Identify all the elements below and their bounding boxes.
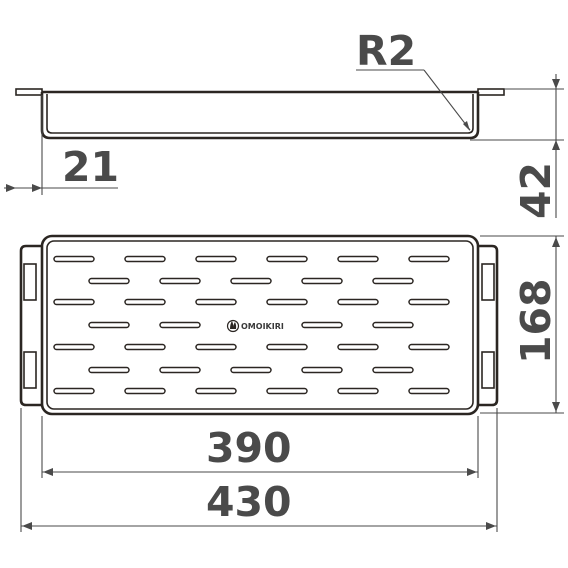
grid-slot <box>408 343 450 351</box>
outer-arrow-left <box>22 522 32 530</box>
profile-left-cap <box>15 88 43 96</box>
grid-slot <box>337 298 379 306</box>
grid-slot <box>195 343 237 351</box>
width-dimension: 168 <box>480 235 564 414</box>
grid-slot <box>53 255 95 263</box>
grid-slot <box>124 255 166 263</box>
inner-length-dimension: 390 <box>41 416 479 478</box>
depth-offset-dimension: 21 <box>4 95 119 195</box>
grid-slot <box>88 321 130 329</box>
right-clip-bottom <box>481 351 495 389</box>
left-clip-bottom <box>23 351 37 389</box>
height-label: 42 <box>512 162 560 219</box>
grid-slot <box>159 277 201 285</box>
right-clip-top <box>481 263 495 301</box>
grid-slot <box>195 387 237 395</box>
grid-slot <box>372 321 414 329</box>
grid-slot <box>266 298 308 306</box>
grid-slot <box>124 343 166 351</box>
water-drops-icon <box>226 319 240 333</box>
radius-leader <box>423 69 471 131</box>
grid-slot <box>124 298 166 306</box>
grid-slot <box>88 277 130 285</box>
grid-slot <box>195 255 237 263</box>
grid-slot <box>53 343 95 351</box>
width-arrow-top <box>552 237 560 247</box>
plan-view: OMOIKIRI <box>19 234 499 416</box>
grid-slot <box>408 298 450 306</box>
width-arrow-bottom <box>552 402 560 412</box>
radius-callout: R2 <box>356 27 471 131</box>
grid-slot <box>337 255 379 263</box>
profile-right-cap <box>477 88 505 96</box>
width-label: 168 <box>512 278 560 364</box>
outer-length-label: 430 <box>206 478 292 526</box>
outer-length-dimension: 430 <box>20 408 498 532</box>
grid-slots <box>53 255 450 395</box>
grid-slot <box>301 277 343 285</box>
offset-label: 21 <box>62 143 119 191</box>
left-bracket <box>19 244 42 407</box>
grid-slot <box>266 387 308 395</box>
height-arrow-top <box>552 79 560 89</box>
brand-mark: OMOIKIRI <box>226 319 284 333</box>
grid-slot <box>195 298 237 306</box>
right-bracket <box>478 244 499 407</box>
grid-slot <box>266 343 308 351</box>
grid-slot <box>408 387 450 395</box>
left-clip-top <box>23 263 37 301</box>
grid-slot <box>337 387 379 395</box>
grid-slot <box>266 255 308 263</box>
radius-label: R2 <box>356 27 416 75</box>
radius-arrowhead <box>463 121 470 131</box>
height-arrow-bottom <box>552 140 560 150</box>
inner-arrow-left <box>43 468 53 476</box>
grid-slot <box>88 366 130 374</box>
grid-slot <box>301 321 343 329</box>
grid-slot <box>53 298 95 306</box>
grid-slot <box>53 387 95 395</box>
grid-slot <box>159 321 201 329</box>
grid-slot <box>124 387 166 395</box>
profile-outline <box>40 92 480 140</box>
grid-slot <box>372 366 414 374</box>
grid-slot <box>337 343 379 351</box>
profile-inner <box>46 94 474 134</box>
grid-slot <box>230 366 272 374</box>
inner-arrow-right <box>467 468 477 476</box>
offset-arrow-left <box>6 184 16 192</box>
grid-slot <box>372 277 414 285</box>
grid-slot <box>230 277 272 285</box>
side-profile <box>15 88 505 140</box>
grid-slot <box>159 366 201 374</box>
grid-slot <box>408 255 450 263</box>
inner-length-label: 390 <box>206 424 292 472</box>
grid-outer-frame <box>40 234 480 416</box>
height-dimension: 42 <box>470 74 564 219</box>
grid-slot <box>301 366 343 374</box>
grid-inner-frame <box>46 240 474 410</box>
outer-arrow-right <box>486 522 496 530</box>
offset-arrow-right <box>32 184 42 192</box>
brand-name: OMOIKIRI <box>241 322 284 331</box>
